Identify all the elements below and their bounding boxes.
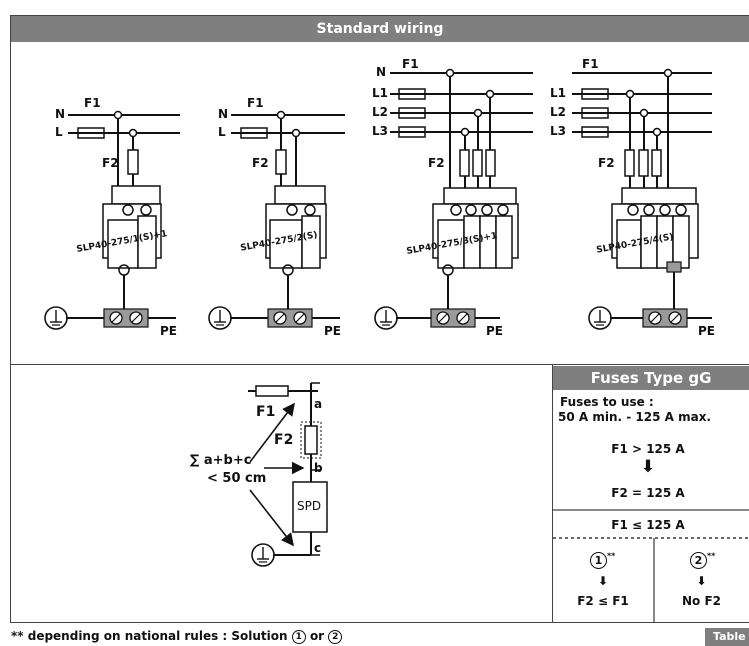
spd-label: SPD [297,499,322,513]
pe-label: PE [698,324,715,338]
footnote: ** depending on national rules : Solutio… [11,629,343,644]
neutral-label: N [55,107,66,121]
fuse-f2-label: F2 [428,156,445,170]
fuse-f2-label: F2 [102,156,119,170]
pe-label: PE [160,324,177,338]
wiring-diagram-1 [44,110,180,330]
neutral-label: N [218,107,229,121]
line-label: L [218,125,226,139]
line-l3-label: L3 [372,124,388,138]
fuse-f2-label: F2 [274,432,294,448]
solution-1-marker: 1** [590,550,615,569]
line-l1-label: L1 [550,86,566,100]
footnote-solution-2: 2 [328,629,343,644]
result-high: F2 = 125 A [611,486,685,500]
arrow-down-icon: ⬇ [597,574,609,588]
section-title: Standard wiring [11,16,749,42]
fuse-f1-label: F1 [256,404,276,420]
fuses-use-line1: Fuses to use : [560,395,654,409]
condition-low: F1 ≤ 125 A [611,518,685,532]
line-l2-label: L2 [550,105,566,119]
solution-2-number: 2 [690,552,707,569]
footnote-or: or [309,629,325,643]
pe-label: PE [486,324,503,338]
length-limit: < 50 cm [207,471,267,486]
solution-2-marker: 2** [690,550,715,569]
footnote-stars: ** [707,551,716,561]
footnote-text: ** depending on national rules : Solutio… [11,629,292,643]
line-label: L [55,125,63,139]
length-diagram [248,382,328,567]
length-a-label: a [314,397,323,411]
condition-high: F1 > 125 A [611,442,685,456]
solution-1-number: 1 [590,552,607,569]
line-l1-label: L1 [372,86,388,100]
fuse-f1-label: F1 [402,57,419,71]
fuse-f2-label: F2 [252,156,269,170]
fuse-f2-label: F2 [598,156,615,170]
neutral-label: N [376,65,387,79]
wiring-diagram-3 [374,68,533,330]
table-number-tab: Table 2 [705,628,749,646]
fuses-title: Fuses Type gG [553,366,749,390]
arrow-down-icon: ⬇ [640,457,656,477]
pe-label: PE [324,324,341,338]
divider [552,365,553,622]
arrow-down-icon: ⬇ [696,574,707,588]
solution-2-text: No F2 [681,594,721,608]
fuses-use-line2: 50 A min. - 125 A max. [558,410,711,424]
solution-1-text: F2 ≤ F1 [577,594,629,608]
table-frame [10,15,749,623]
line-l3-label: L3 [550,124,566,138]
divider [11,364,749,365]
line-l2-label: L2 [372,105,388,119]
footnote-stars: ** [607,551,616,561]
wiring-diagram-2 [208,110,345,330]
sum-formula: ∑ a+b+c [190,453,252,468]
fuse-f1-label: F1 [247,96,264,110]
length-b-label: b [314,461,323,475]
wiring-diagram-4 [572,68,712,330]
footnote-solution-1: 1 [291,629,306,644]
length-c-label: c [314,541,322,555]
fuse-f1-label: F1 [84,96,101,110]
fuse-f1-label: F1 [582,57,599,71]
